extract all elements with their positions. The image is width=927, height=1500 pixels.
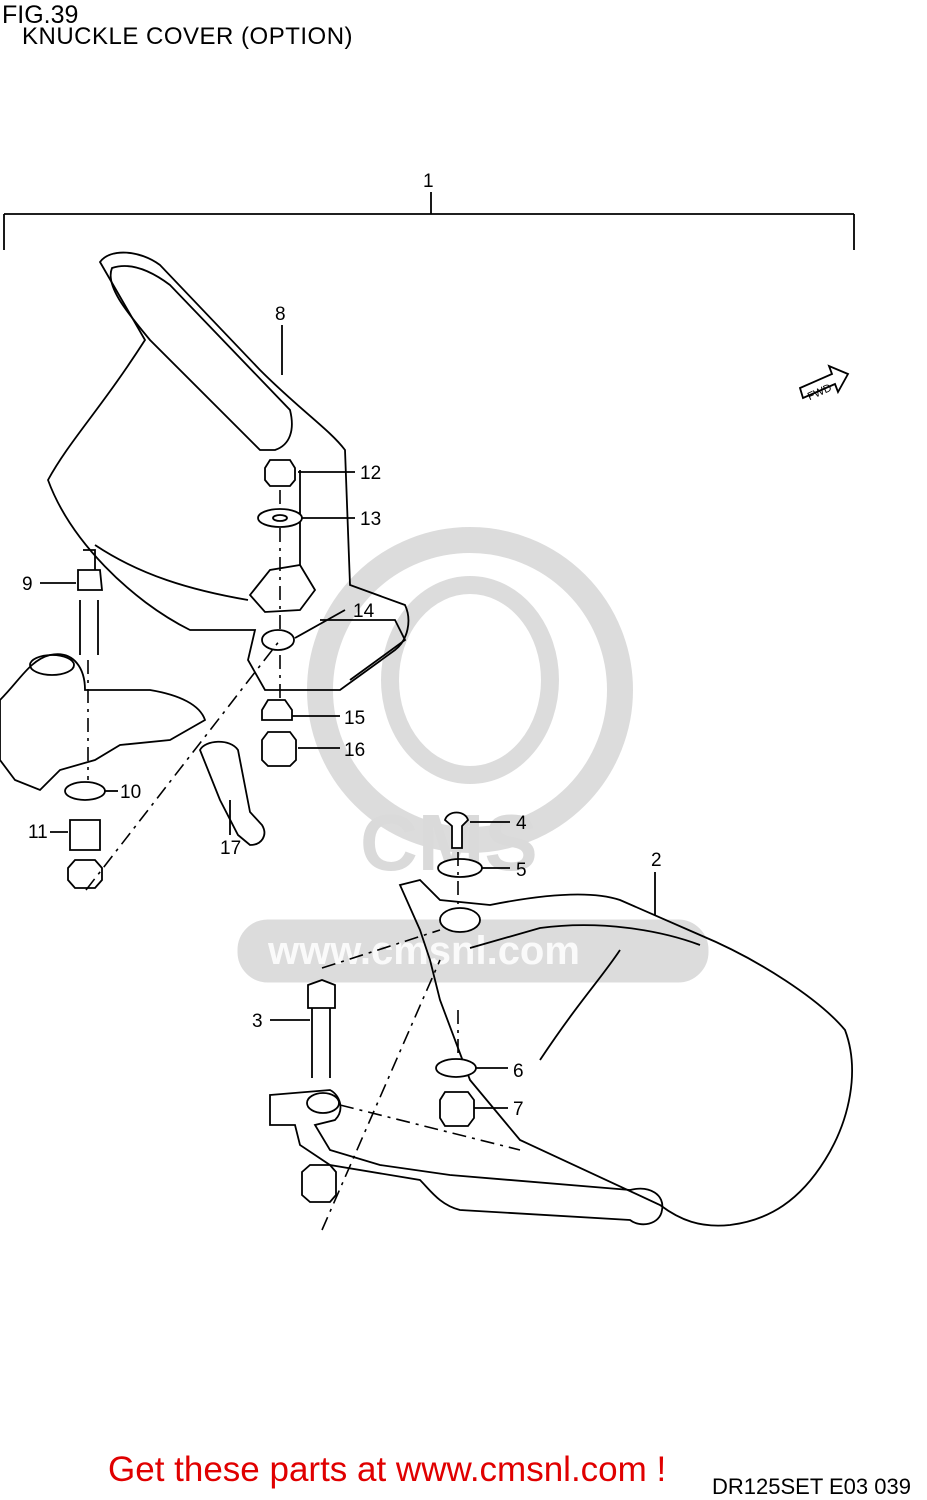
callout-10: 10 [120,782,141,803]
callout-4: 4 [516,813,527,834]
callout-1: 1 [423,171,434,192]
handlebar-clamp [0,653,207,792]
callout-8: 8 [275,304,286,325]
callout-17: 17 [220,838,241,859]
figure-number: FIG.39 [2,1,79,29]
forward-direction-arrow: FWD [798,364,850,403]
assembly-lines [85,490,521,1231]
diagram-code: DR125SET E03 039 [712,1474,911,1499]
callout-14: 14 [353,601,375,622]
watermark-url-text: www.cmsnl.com [267,929,580,973]
callout-7: 7 [513,1099,524,1120]
callout-16: 16 [344,740,365,761]
callout-15: 15 [344,708,365,729]
callout-5: 5 [516,860,527,881]
promo-link[interactable]: Get these parts at www.cmsnl.com ! [108,1450,667,1489]
callout-6: 6 [513,1061,524,1082]
callout-13: 13 [360,509,381,530]
callout-2: 2 [651,850,662,871]
knuckle-cover-right [398,879,853,1227]
callout-3: 3 [252,1011,263,1032]
bracket-item-1 [3,192,855,250]
callout-9: 9 [22,574,33,595]
callout-labels: 1 2 3 4 5 6 7 8 9 10 11 12 13 14 15 16 1… [22,171,662,1120]
figure-title: KNUCKLE COVER (OPTION) [22,23,354,50]
callout-11: 11 [28,822,48,843]
callout-12: 12 [360,463,381,484]
leader-lines [40,325,656,1109]
hardware [64,459,483,1203]
mount-bracket [269,1089,664,1226]
